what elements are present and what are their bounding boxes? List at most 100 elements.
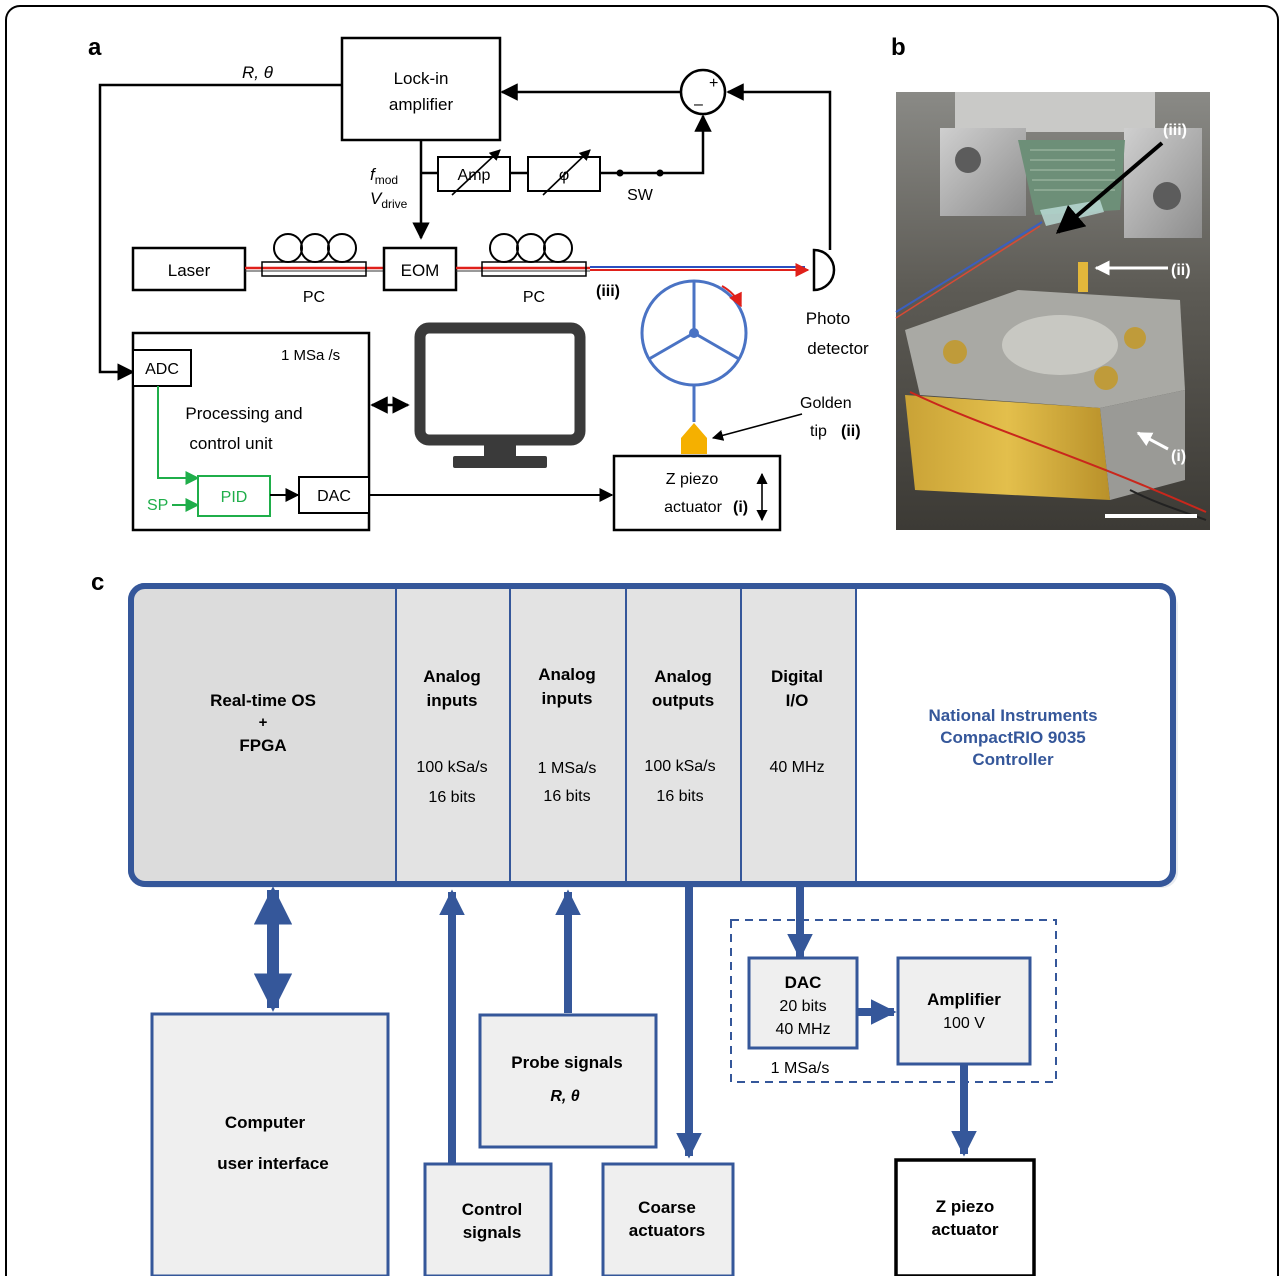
ai1-label-2: inputs — [427, 691, 478, 710]
ao-rate: 100 kSa/s — [644, 758, 715, 775]
dac-box-a — [298, 476, 370, 514]
rotation-arrow — [721, 285, 742, 308]
pc1-loop-2 — [300, 233, 330, 263]
eom-label: EOM — [401, 261, 440, 280]
ai2-label-2: inputs — [542, 689, 593, 708]
fmod-label: fmod — [370, 165, 398, 187]
golden-label: Golden — [800, 395, 852, 412]
photo-fiber-2 — [895, 225, 1041, 319]
probe-signals-box — [478, 1013, 658, 1149]
photo-screw-4 — [1124, 327, 1146, 349]
dac-title: DAC — [785, 973, 822, 992]
coarse-label-1: Coarse — [638, 1198, 696, 1217]
pc2-loop-1 — [489, 233, 519, 263]
photo-chip — [1018, 140, 1125, 215]
ni-label-2: CompactRIO 9035 — [940, 728, 1086, 747]
rt-label-3: FPGA — [239, 736, 286, 755]
dio-label-1: Digital — [771, 667, 823, 686]
sp-label: SP — [147, 497, 168, 514]
vdrive-label: Vdrive — [370, 189, 408, 211]
panel-c-letter: c — [91, 569, 104, 596]
adc-label: ADC — [145, 361, 179, 378]
amp-label: Amp — [458, 167, 491, 184]
tip-label: tip — [810, 423, 827, 440]
pc1-label: PC — [303, 289, 325, 306]
processing-label-1: Processing and — [185, 404, 302, 423]
dac-sample: 1 MSa/s — [771, 1060, 830, 1077]
label-ii-a: (ii) — [841, 423, 861, 440]
subtractor-circle — [679, 68, 727, 116]
zp-label-2: actuator — [931, 1220, 998, 1239]
probe-label-1: Probe signals — [511, 1053, 622, 1072]
minus-sign: – — [694, 96, 703, 113]
rt-label-2: + — [259, 714, 268, 731]
zpiezo-box-a — [612, 454, 782, 532]
dac-box-c — [747, 956, 859, 1050]
rt-label-1: Real-time OS — [210, 691, 316, 710]
rate-label: 1 MSa /s — [281, 347, 340, 364]
photo-fiber — [895, 221, 1043, 313]
control-signals-box — [423, 1162, 553, 1276]
zp-label-1: Z piezo — [936, 1197, 995, 1216]
module-realtime — [134, 589, 396, 881]
ni-label-3: Controller — [972, 750, 1054, 769]
r-theta-line — [98, 83, 342, 381]
photo-chip-lines — [1030, 149, 1115, 191]
coarse-label-2: actuators — [629, 1221, 706, 1240]
pc1-loop-1 — [273, 233, 303, 263]
r-theta-label: R, θ — [242, 63, 274, 82]
photodetector-feedback — [726, 83, 832, 250]
pc1-loop-3 — [327, 233, 357, 263]
monitor-icon — [414, 322, 586, 468]
plus-sign: + — [709, 75, 718, 92]
wheel-spoke-2 — [648, 331, 695, 361]
figure-frame — [5, 5, 1279, 1276]
processing-label-2: control unit — [189, 434, 272, 453]
panel-c: c Real-time OS + FPGA Analog inputs 100 … — [91, 569, 1178, 1276]
lockin-label-2: amplifier — [389, 95, 454, 114]
controller-frame-overlay — [128, 583, 1176, 887]
probe-label-2: R, θ — [550, 1088, 579, 1105]
panel-b: b — [891, 34, 1210, 530]
ai1-label-1: Analog — [423, 667, 481, 686]
ao-bits: 16 bits — [656, 788, 703, 805]
ai2-rate: 1 MSa/s — [538, 760, 597, 777]
amplifier-title: Amplifier — [927, 990, 1001, 1009]
photo-red-wire — [909, 391, 1207, 513]
coarse-actuators-box — [601, 1162, 735, 1276]
photo-screw-2 — [1153, 182, 1181, 210]
panel-a: a Lock-in amplifier R, θ + – fmod Vdrive… — [88, 34, 869, 532]
label-iii-b: (iii) — [1163, 122, 1187, 139]
label-i-a: (i) — [733, 499, 748, 516]
photo-label: Photo — [806, 309, 850, 328]
photo-arrow-i — [1136, 431, 1169, 451]
photo-tip — [1078, 262, 1088, 292]
dac-bits: 20 bits — [779, 998, 826, 1015]
pc2-label: PC — [523, 289, 545, 306]
panel-b-letter: b — [891, 34, 906, 61]
label-i-b: (i) — [1171, 448, 1186, 465]
pc2-loop-3 — [543, 233, 573, 263]
label-iii-a: (iii) — [596, 283, 620, 300]
detector-label: detector — [807, 339, 869, 358]
ai2-label-1: Analog — [538, 665, 596, 684]
zpiezo-label-1: Z piezo — [666, 471, 719, 488]
module-ai1 — [396, 589, 510, 881]
ni-label-1: National Instruments — [928, 706, 1097, 725]
ao-label-1: Analog — [654, 667, 712, 686]
dio-rate: 40 MHz — [769, 759, 824, 776]
photo-clamp-top — [955, 92, 1155, 132]
adc-to-pid — [157, 386, 200, 485]
ai1-bits: 16 bits — [428, 789, 475, 806]
pc2-loop-2 — [516, 233, 546, 263]
control-label-2: signals — [463, 1223, 522, 1242]
ai2-bits: 16 bits — [543, 788, 590, 805]
zpiezo-label-2: actuator — [664, 499, 722, 516]
photo-screw-3 — [943, 340, 967, 364]
golden-tip — [681, 423, 707, 454]
photo-black-wire — [1129, 489, 1207, 521]
wheel-hub — [689, 328, 699, 338]
photo-screw-1 — [955, 147, 981, 173]
zpiezo-box-c — [894, 1158, 1036, 1276]
